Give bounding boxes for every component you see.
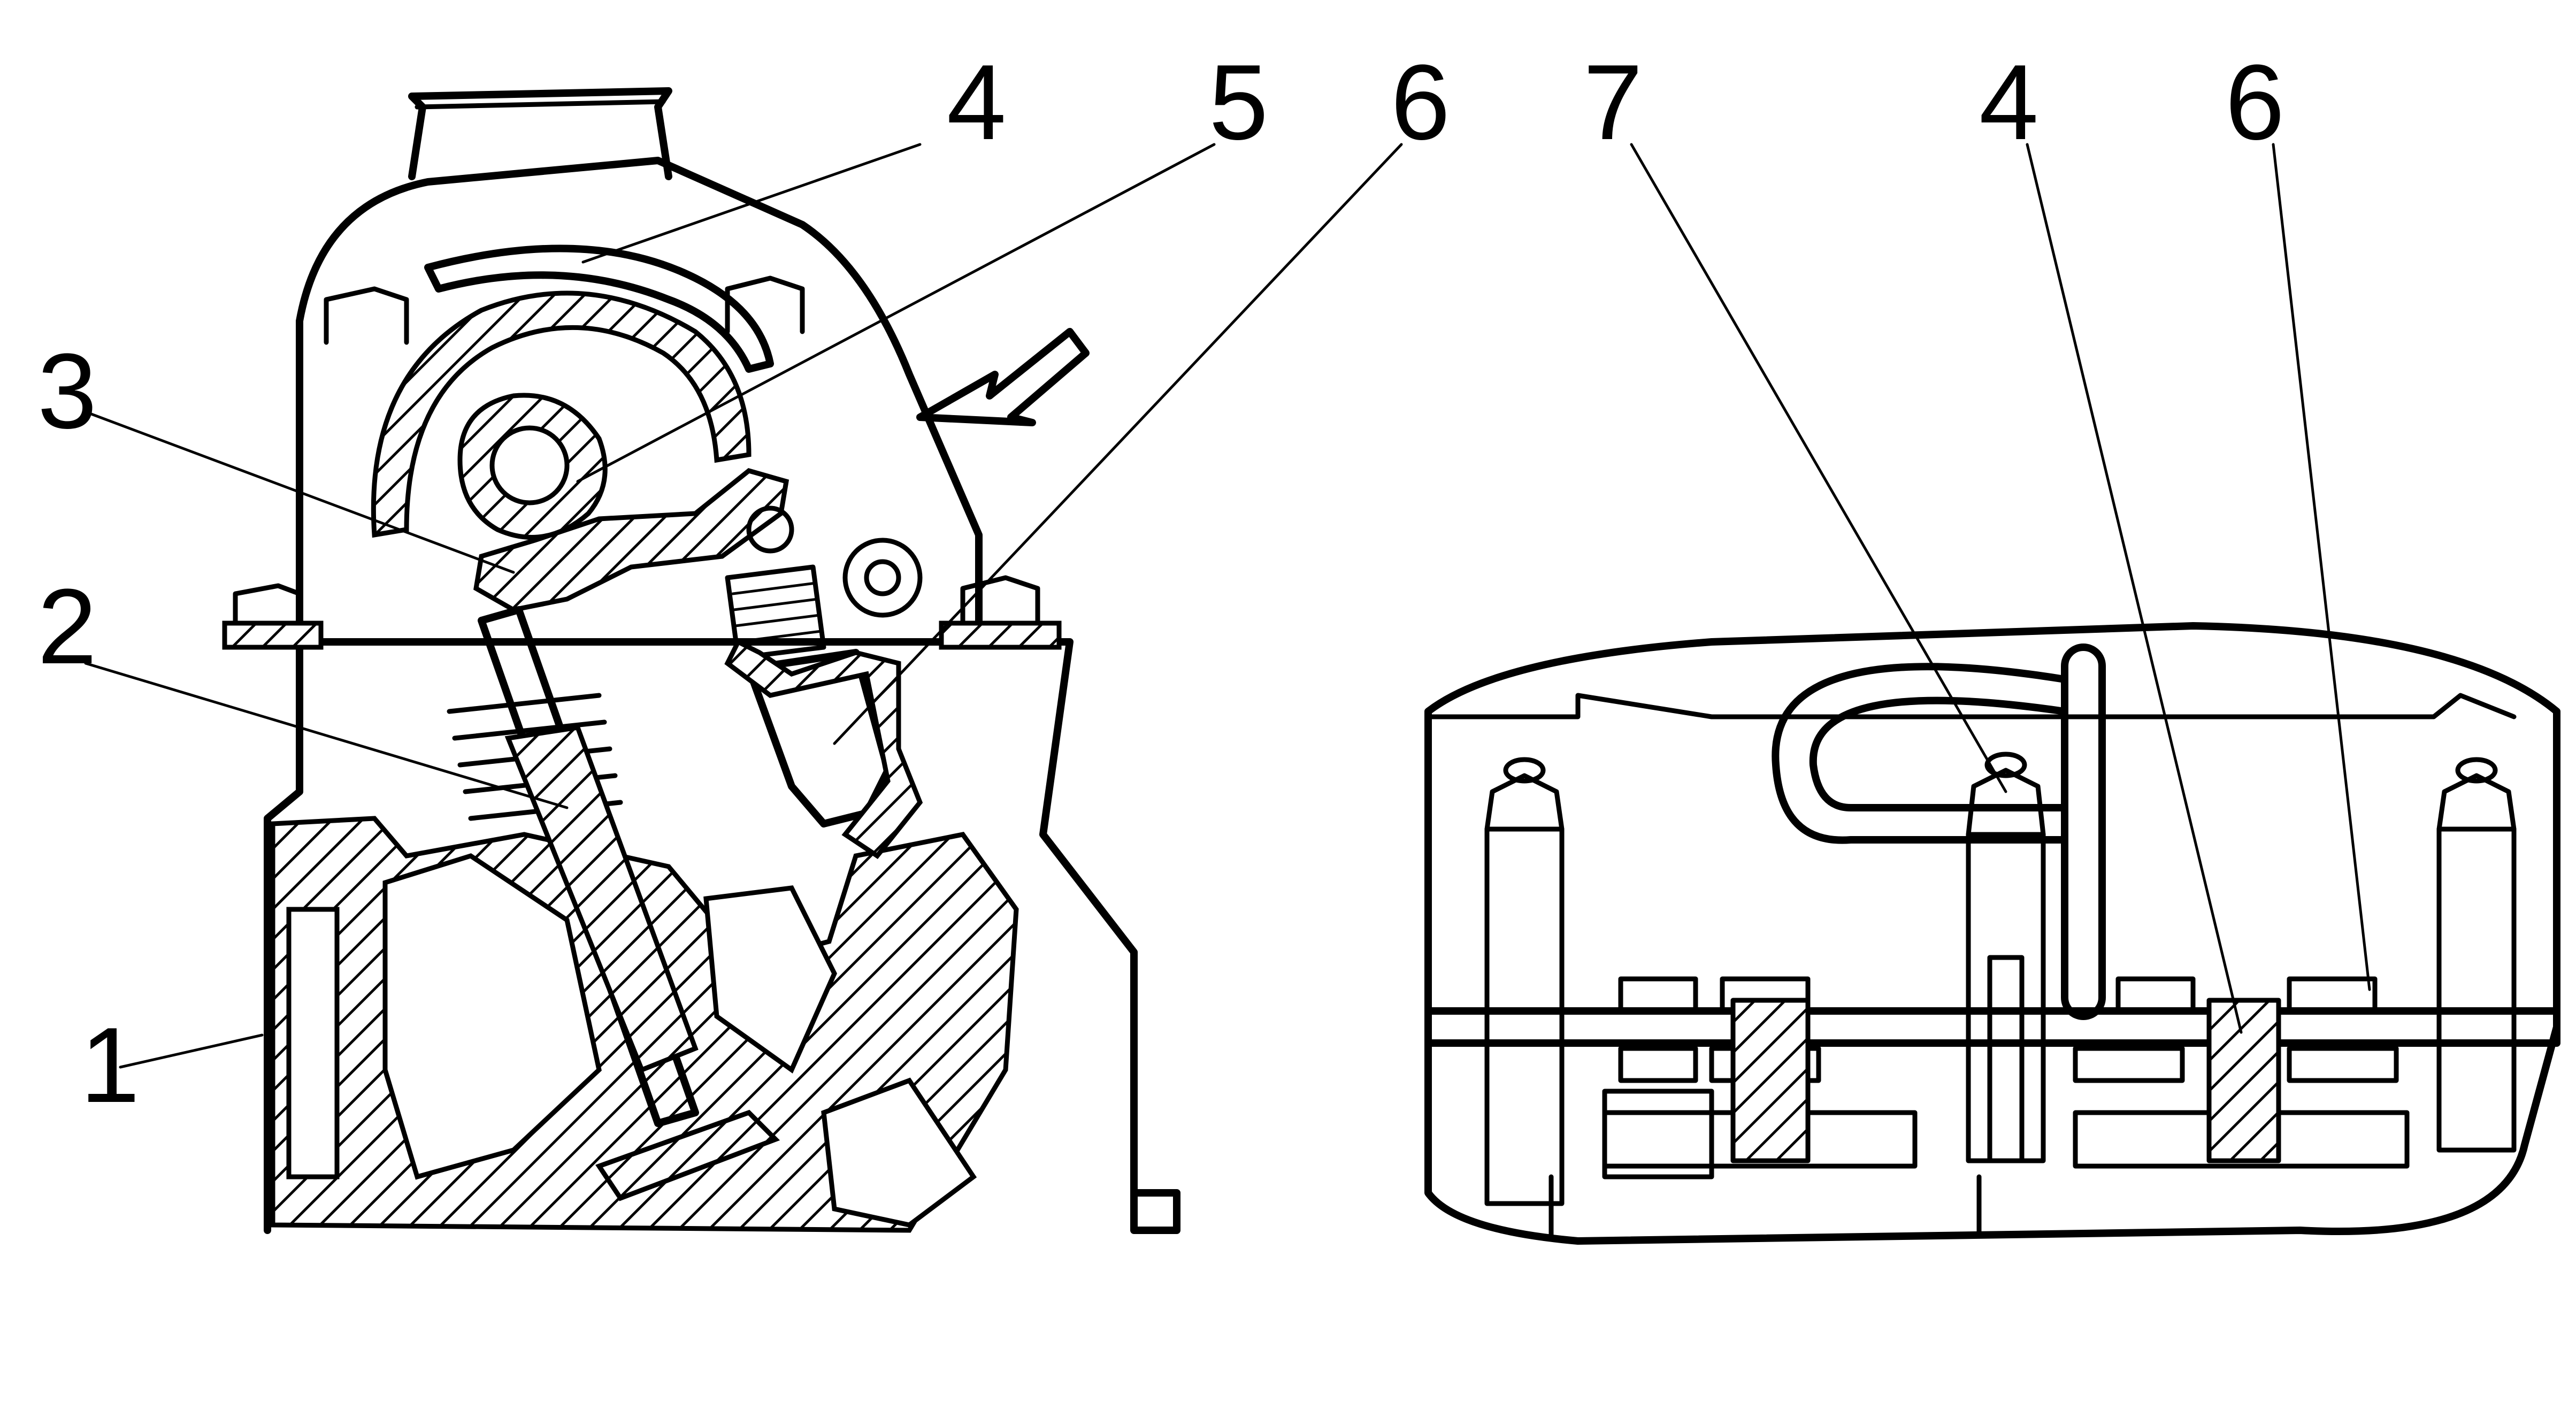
shaft-support-post-right (2436, 757, 2517, 1153)
valve-head (595, 1109, 780, 1201)
combustion-chamber (821, 1077, 977, 1228)
callout-5: 5 (1209, 43, 1268, 162)
rocker-arm (473, 468, 789, 612)
arrow-icon (916, 328, 1090, 426)
water-jacket (286, 907, 340, 1179)
exhaust-port (703, 885, 837, 1074)
rocker-arm-group-2 (2073, 976, 2410, 1169)
callout-4-right: 4 (1979, 43, 2038, 162)
shaft-support-post-left (1484, 757, 1565, 1206)
rocker-ball-joint (746, 505, 794, 554)
oil-spray-tube (424, 244, 774, 373)
head-outline-top (1424, 622, 2560, 1245)
callout-4: 4 (947, 43, 1006, 162)
callout-3: 3 (37, 332, 97, 451)
camshaft (489, 425, 570, 505)
intake-port (382, 853, 602, 1180)
left-leader-lines (84, 143, 1403, 1069)
oil-supply-pipe (1772, 663, 2068, 844)
rocker-roller (842, 538, 923, 618)
callout-1: 1 (80, 1006, 140, 1125)
rocker-cover (296, 157, 983, 646)
camshaft-bearing (371, 290, 752, 538)
cross-section-view (222, 87, 1180, 1234)
cylinder-head-casting (264, 638, 1180, 1234)
top-view (1424, 622, 2560, 1245)
rocker-arm-group-1 (1602, 976, 1918, 1179)
oil-pipe-riser (2061, 643, 2106, 1020)
shaft-support-post-center (1966, 752, 2046, 1163)
cover-flange-left (222, 620, 324, 650)
rocker-arm-hatched (1730, 998, 1811, 1163)
callout-2: 2 (37, 567, 97, 686)
adjusting-screw (725, 564, 826, 661)
right-leader-lines (1630, 143, 2371, 1034)
cover-flange-right (939, 620, 1062, 650)
rocker-shaft (1424, 1007, 2560, 1047)
oil-filler-cap (408, 87, 672, 180)
callout-7: 7 (1583, 43, 1643, 162)
callout-6-right: 6 (2225, 43, 2284, 162)
callout-6: 6 (1391, 43, 1450, 162)
